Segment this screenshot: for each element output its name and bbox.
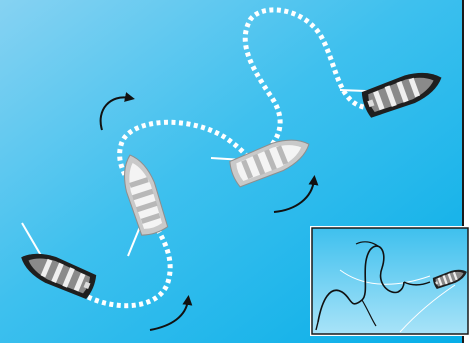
inset-panel xyxy=(310,226,470,336)
